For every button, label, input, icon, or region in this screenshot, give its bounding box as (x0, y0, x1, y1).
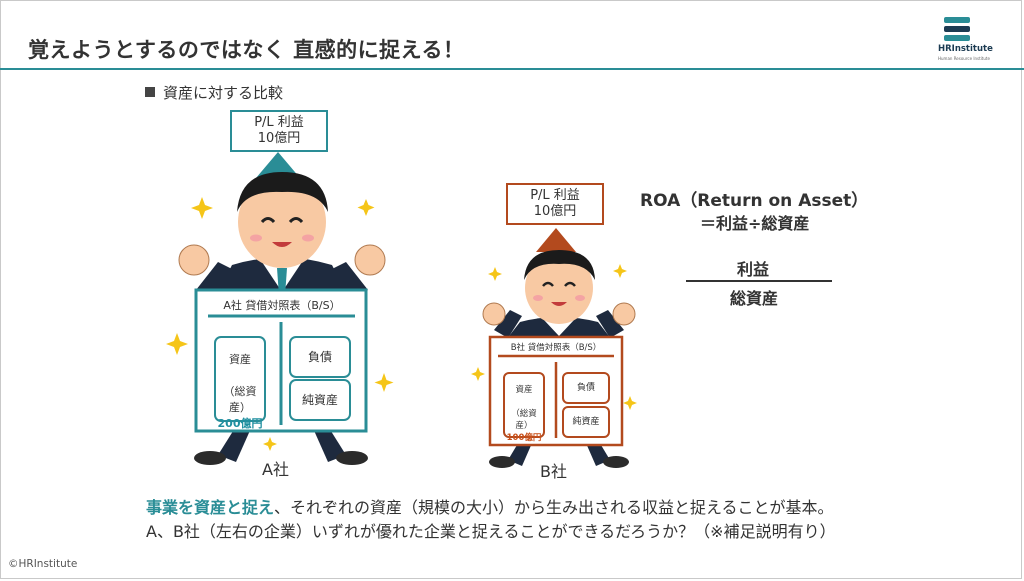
slide-title: 覚えようとするのではなく 直感的に捉える！ (28, 38, 465, 62)
star-icon (623, 396, 637, 410)
logo-name: HRInstitute (938, 44, 993, 54)
section-label-text: 資産に対する比較 (163, 84, 284, 102)
pl-a-value: 10億円 (257, 131, 301, 146)
star-icon (374, 373, 394, 392)
star-icon (166, 333, 188, 355)
assets-label-b: 資産 (515, 385, 533, 395)
body-line-1-highlight: 事業を資産と捉え (146, 498, 275, 517)
pl-a-label: P/L 利益 (254, 115, 304, 130)
net-assets-cell-a: 純資産 (289, 379, 351, 421)
liabilities-cell-a: 負債 (289, 336, 351, 378)
bs-title-b: B社 貸借対照表（B/S） (510, 343, 602, 353)
body-line-2: A、B社（左右の企業）いずれが優れた企業と捉えることができるだろうか？（※補足説… (146, 522, 836, 541)
copyright: ©HRInstitute (8, 558, 78, 570)
hrinstitute-logo-icon (944, 17, 970, 41)
star-icon (191, 197, 213, 219)
pl-box-b: P/L 利益 10億円 (506, 183, 604, 225)
section-label: 資産に対する比較 (145, 82, 283, 103)
total-assets-value-b: 100億円 (506, 433, 542, 443)
company-b-name: B社 (540, 462, 567, 481)
logo-subtitle: Human Resource Institute (938, 56, 990, 61)
roa-denominator: 総資産 (730, 289, 779, 308)
fraction-bar (686, 280, 832, 282)
liabilities-cell-b: 負債 (562, 372, 610, 404)
pl-box-a: P/L 利益 10億円 (230, 110, 328, 152)
star-icon (357, 199, 375, 216)
assets-cell-b: 資産 （総資産） 100億円 (503, 372, 545, 443)
body-line-1: 事業を資産と捉え、それぞれの資産（規模の大小）から生み出される収益と捉えることが… (146, 494, 834, 518)
total-assets-label-b: （総資産） (511, 409, 537, 431)
businessman-b-illustration (482, 228, 636, 468)
title-rule (0, 68, 1024, 70)
star-icon (471, 367, 485, 381)
square-bullet-icon (145, 87, 155, 97)
body-line-1-rest: 、それぞれの資産（規模の大小）から生み出される収益と捉えることが基本。 (274, 498, 834, 517)
sparkle-stars (166, 197, 637, 451)
star-icon (613, 264, 627, 278)
total-assets-label-a: （総資産） (223, 385, 257, 414)
bs-title-a: A社 貸借対照表（B/S） (223, 299, 341, 312)
company-a-name: A社 (262, 460, 289, 479)
total-assets-value-a: 200億円 (217, 417, 263, 430)
roa-numerator: 利益 (737, 260, 770, 279)
assets-label-a: 資産 (229, 353, 251, 366)
star-icon (263, 437, 277, 451)
roa-formula: ＝利益÷総資産 (700, 214, 810, 233)
roa-title: ROA（Return on Asset） (640, 191, 869, 211)
assets-cell-a: 資産 （総資産） 200億円 (214, 336, 266, 430)
net-assets-cell-b: 純資産 (562, 406, 610, 438)
pl-b-label: P/L 利益 (530, 188, 580, 203)
pl-b-value: 10億円 (533, 204, 577, 219)
star-icon (488, 267, 502, 281)
